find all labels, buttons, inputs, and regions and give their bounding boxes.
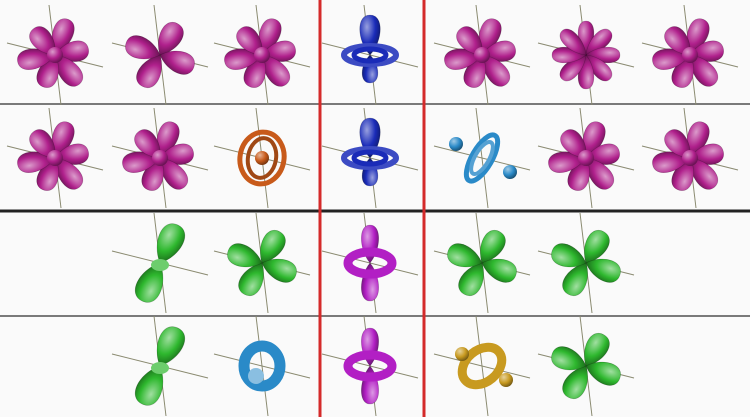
orbital-table xyxy=(0,0,750,417)
orbital-grid xyxy=(0,0,750,417)
